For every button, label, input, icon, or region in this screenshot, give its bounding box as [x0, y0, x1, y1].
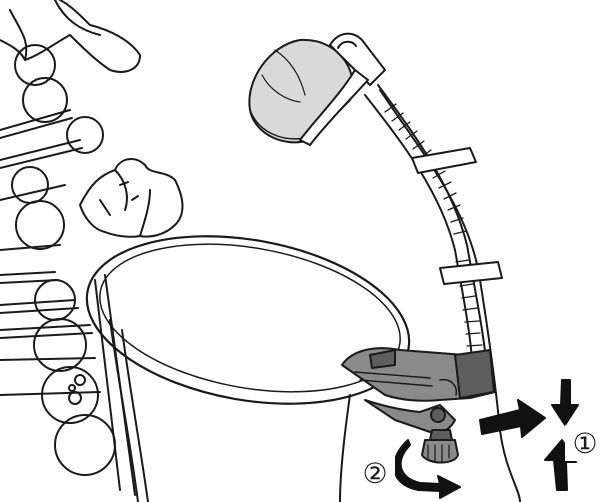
- step-2-label: ②: [355, 455, 395, 491]
- step-1-label: ①: [565, 425, 603, 461]
- clamp-icon: [342, 348, 495, 462]
- microphone-icon: [249, 34, 385, 145]
- push-in-arrows-icon: [480, 380, 578, 490]
- saxophone-keys-icon: [0, 45, 135, 495]
